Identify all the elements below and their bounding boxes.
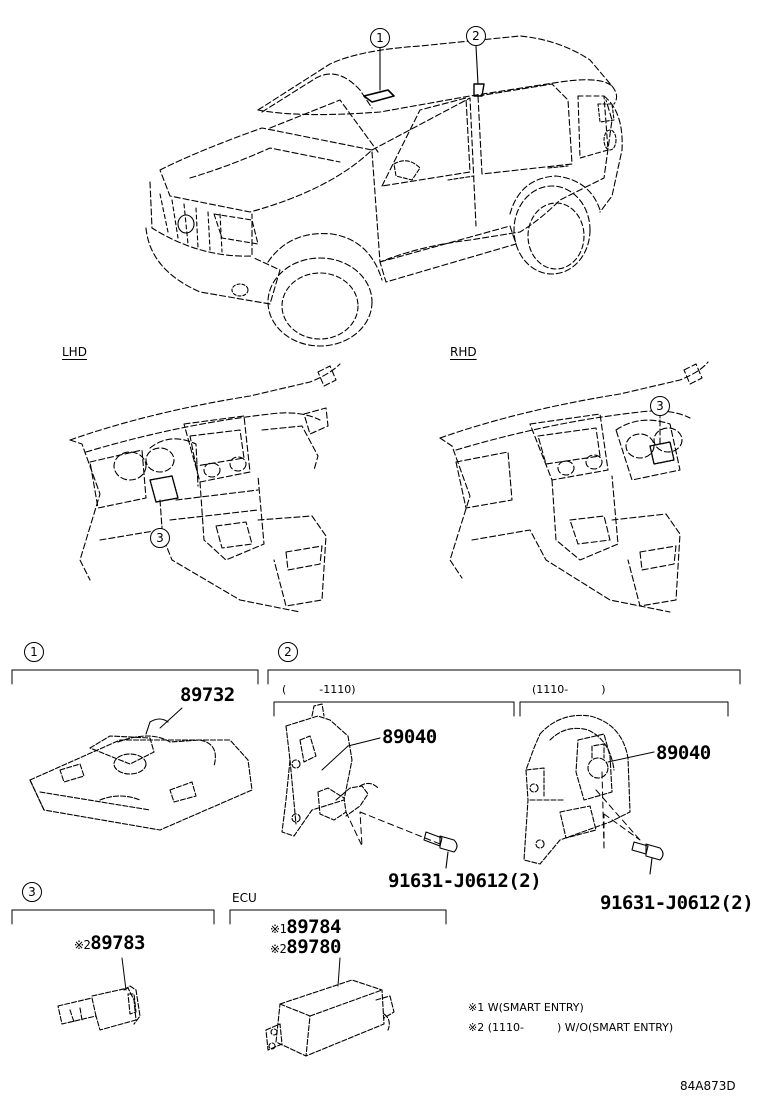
part-number-89040-right: 89040	[656, 742, 711, 764]
lhd-dashboard-illustration	[69, 363, 341, 613]
callout-3-lhd: 3	[150, 528, 170, 548]
range-left-label: ( -1110)	[282, 683, 356, 696]
part-number-89784: 89784	[286, 916, 341, 938]
part-number-bolt-right: 91631-J0612(2)	[600, 892, 754, 914]
part-89732-drawing	[29, 718, 253, 831]
part-number-89780: 89780	[286, 936, 341, 958]
range-right-label: (1110- )	[532, 683, 606, 696]
part-number-89783: 89783	[90, 932, 145, 954]
section-brackets	[11, 669, 741, 925]
bolt-right-drawing	[631, 841, 664, 875]
bolt-left-drawing	[423, 831, 458, 869]
part-number-89783-row: ※289783	[74, 934, 145, 953]
figure-code: 84A873D	[680, 1079, 736, 1093]
part-89040-right-drawing	[523, 714, 631, 865]
rhd-label: RHD	[450, 345, 477, 359]
callout-3-rhd: 3	[650, 396, 670, 416]
note-mark-2: ※2	[270, 942, 287, 956]
section-1-header: 1	[24, 642, 44, 662]
footnote-2: ※2 (1110- ) W/O(SMART ENTRY)	[468, 1021, 674, 1034]
rhd-dashboard-illustration	[439, 361, 709, 613]
part-89040-left-drawing	[281, 703, 379, 837]
note-mark-2: ※2	[74, 938, 91, 952]
part-number-89784-row: ※189784	[270, 918, 341, 937]
footnote-1: ※1 W(SMART ENTRY)	[468, 1001, 584, 1014]
part-number-89780-row: ※289780	[270, 938, 341, 957]
callout-1-vehicle: 1	[370, 28, 390, 48]
section-3-header: 3	[22, 882, 42, 902]
part-number-89732: 89732	[180, 684, 235, 706]
note-mark-1: ※1	[270, 922, 287, 936]
part-89783-drawing	[57, 985, 141, 1031]
part-number-89040-left: 89040	[382, 726, 437, 748]
vehicle-illustration	[145, 35, 623, 347]
part-ecu-drawing	[265, 979, 395, 1057]
section-2-header: 2	[278, 642, 298, 662]
lhd-label: LHD	[62, 345, 87, 359]
part-number-bolt-left: 91631-J0612(2)	[388, 870, 542, 892]
ecu-label: ECU	[232, 891, 257, 905]
callout-2-vehicle: 2	[466, 26, 486, 46]
